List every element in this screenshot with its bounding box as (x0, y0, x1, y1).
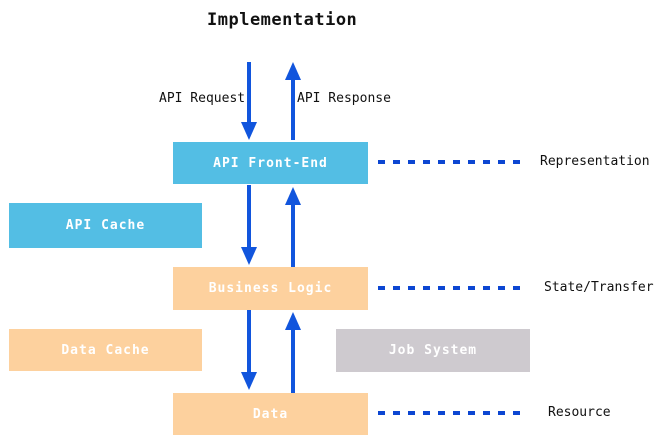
resource-dashed-line (378, 411, 526, 415)
logic-to-frontend-arrow-line (291, 204, 295, 267)
resource-label: Resource (548, 405, 611, 420)
state-transfer-label: State/Transfer (544, 280, 654, 295)
node-data-cache: Data Cache (9, 329, 202, 371)
api-request-label: API Request (159, 91, 246, 106)
node-api-front-end: API Front-End (173, 142, 368, 184)
response-arrow-up-icon (285, 62, 301, 80)
logic-to-data-arrow-line (247, 310, 251, 373)
data-to-logic-arrow-line (291, 329, 295, 393)
state-transfer-dashed-line (378, 286, 526, 290)
logic-to-frontend-arrow-up-icon (285, 187, 301, 205)
node-data: Data (173, 393, 368, 435)
logic-to-data-arrow-down-icon (241, 372, 257, 390)
data-to-logic-arrow-up-icon (285, 312, 301, 330)
response-arrow-line (291, 79, 295, 140)
node-job-system: Job System (336, 329, 530, 372)
frontend-to-logic-arrow-down-icon (241, 247, 257, 265)
frontend-to-logic-arrow-line (247, 185, 251, 248)
node-business-logic: Business Logic (173, 267, 368, 310)
api-response-label: API Response (297, 91, 391, 106)
request-arrow-line (247, 62, 251, 123)
representation-dashed-line (378, 160, 526, 164)
node-api-cache: API Cache (9, 203, 202, 248)
representation-label: Representation (540, 154, 650, 169)
request-arrow-down-icon (241, 122, 257, 140)
diagram-title: Implementation (207, 10, 358, 30)
